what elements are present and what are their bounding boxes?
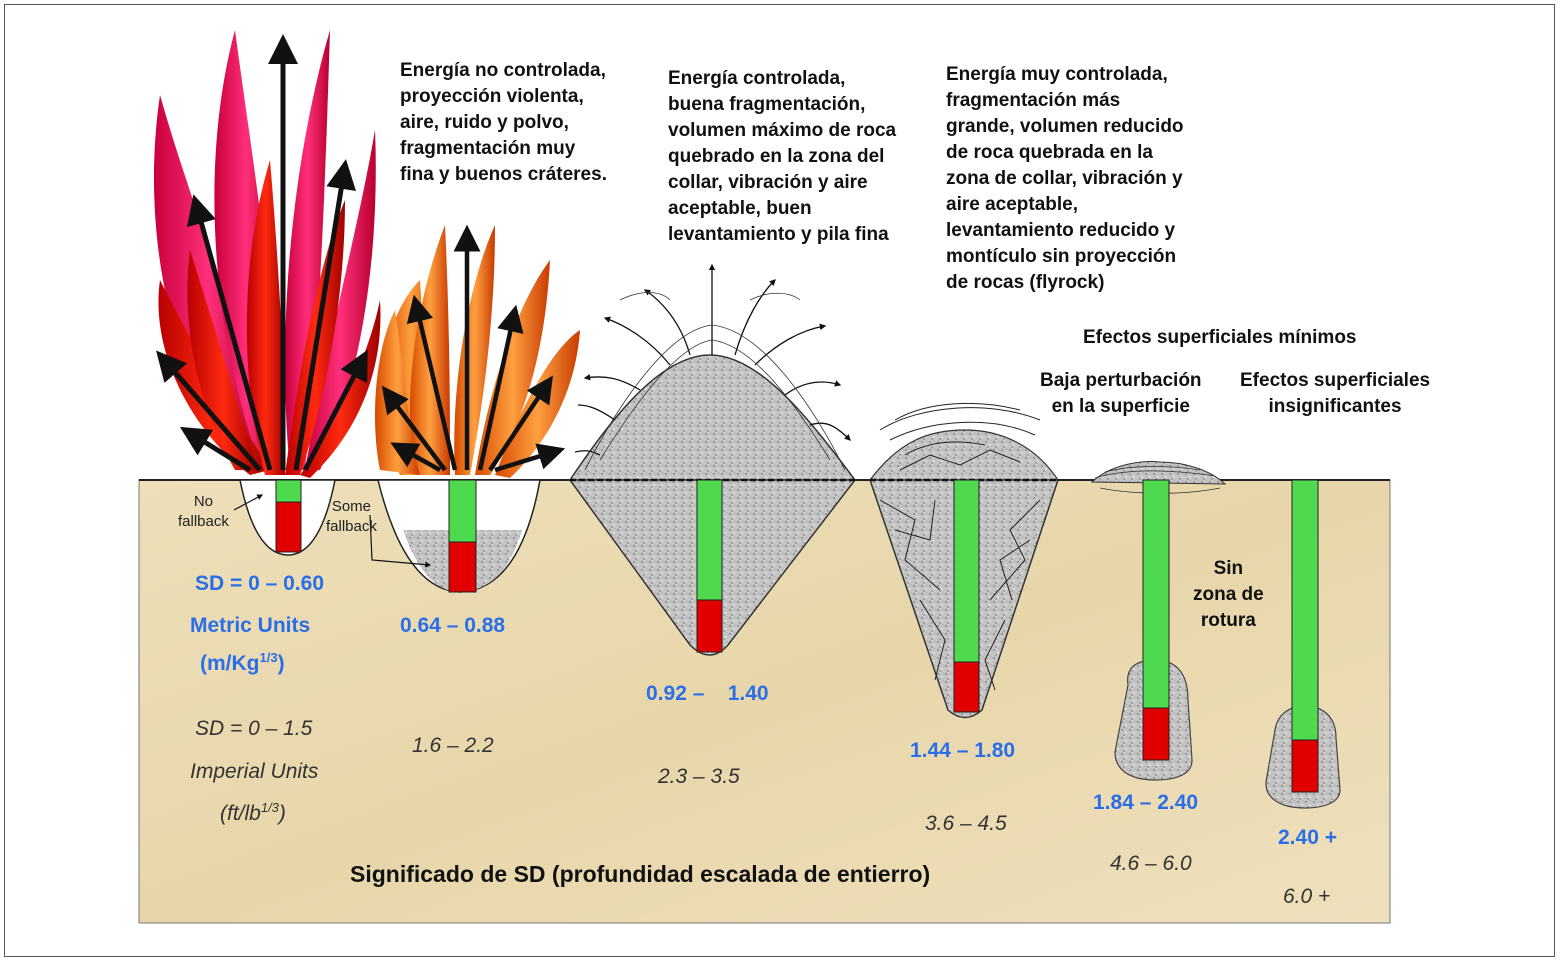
imperial-range-1: SD = 0 – 1.5 (195, 717, 313, 740)
explosive-5 (1142, 707, 1170, 761)
imperial-units-formula: (ft/lb1/3) (220, 800, 286, 825)
blast-1-arrows (156, 34, 368, 473)
metric-range-2: 0.64 – 0.88 (400, 614, 506, 637)
stemming-5 (1142, 479, 1170, 709)
fracture-lines (879, 402, 1041, 691)
diagram-frame (4, 4, 1555, 957)
stemming-6 (1291, 479, 1319, 741)
insignificant-effects-label: Efectos superficiales insignificantes (1240, 370, 1431, 417)
mound-3-lines (584, 292, 846, 471)
explosive-3 (696, 599, 723, 653)
imperial-range-6: 6.0 + (1283, 885, 1331, 908)
stemming-1 (275, 479, 302, 503)
description-uncontrolled: Energía no controlada, proyección violen… (400, 60, 607, 185)
metric-range-6: 2.40 + (1278, 826, 1337, 849)
imperial-range-5: 4.6 – 6.0 (1110, 852, 1192, 875)
blast-2-flames (375, 225, 580, 478)
some-fallback-label: Some fallback (326, 498, 377, 535)
explosive-1 (275, 501, 302, 553)
explosive-2 (448, 541, 477, 593)
minimal-effects-label: Efectos superficiales mínimos (1083, 327, 1357, 348)
stemming-3 (696, 479, 723, 601)
metric-range-4: 1.44 – 1.80 (910, 739, 1016, 762)
metric-units-formula: (m/Kg1/3) (200, 650, 285, 675)
imperial-range-2: 1.6 – 2.2 (412, 734, 494, 757)
metric-range-5: 1.84 – 2.40 (1093, 791, 1199, 814)
stemming-4 (953, 479, 980, 663)
explosive-4 (953, 661, 980, 713)
diagram-caption: Significado de SD (profundidad escalada … (350, 861, 931, 887)
imperial-range-3: 2.3 – 3.5 (658, 765, 740, 788)
mound-4 (868, 429, 1060, 481)
imperial-range-4: 3.6 – 4.5 (925, 812, 1007, 835)
no-fallback-pointer (233, 494, 264, 511)
mound-3 (568, 354, 857, 481)
description-controlled: Energía controlada, buena fragmentación,… (668, 68, 897, 245)
no-breakage-zone-label: Sin zona de rotura (1193, 558, 1264, 631)
description-very-controlled: Energía muy controlada, fragmentación má… (946, 64, 1184, 293)
blast-2-arrows (381, 224, 566, 473)
explosive-6 (1291, 739, 1319, 793)
metric-units-label: Metric Units (190, 614, 311, 637)
stemming-2 (448, 479, 477, 543)
imperial-units-label: Imperial Units (190, 760, 319, 783)
no-fallback-label: No fallback (178, 493, 229, 530)
metric-range-1: SD = 0 – 0.60 (195, 572, 325, 595)
some-fallback-pointer (369, 514, 432, 568)
blast-1-flames (153, 30, 381, 478)
low-disturbance-label: Baja perturbación en la superficie (1040, 370, 1202, 417)
metric-range-3: 0.92 – 1.40 (646, 682, 769, 705)
